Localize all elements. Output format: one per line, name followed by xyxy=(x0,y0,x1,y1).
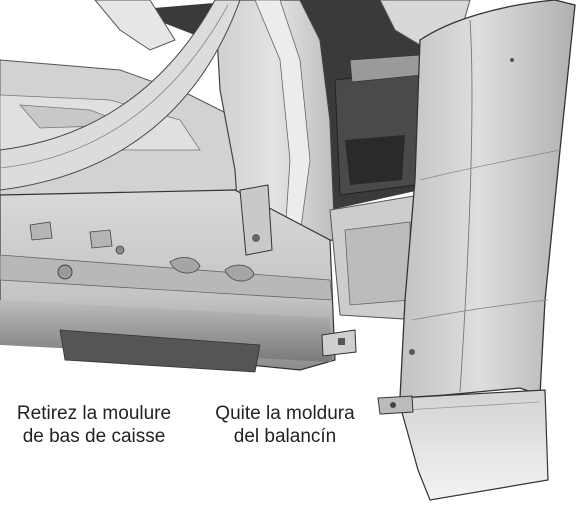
rocker-moulding xyxy=(377,0,576,501)
caption-spanish-line2: del balancín xyxy=(233,426,337,447)
rocker-panel xyxy=(0,184,357,373)
caption-spanish: Quite la moldura del balancín xyxy=(196,402,374,448)
rear-floor xyxy=(329,194,421,321)
interior-cavity xyxy=(130,0,440,210)
caption-french-line2: de bas de caisse xyxy=(22,426,166,447)
caption-spanish-line1: Quite la moldura xyxy=(215,403,355,424)
caption-french-line1: Retirez la moulure xyxy=(16,403,172,424)
caption-french: Retirez la moulure de bas de caisse xyxy=(0,402,188,448)
